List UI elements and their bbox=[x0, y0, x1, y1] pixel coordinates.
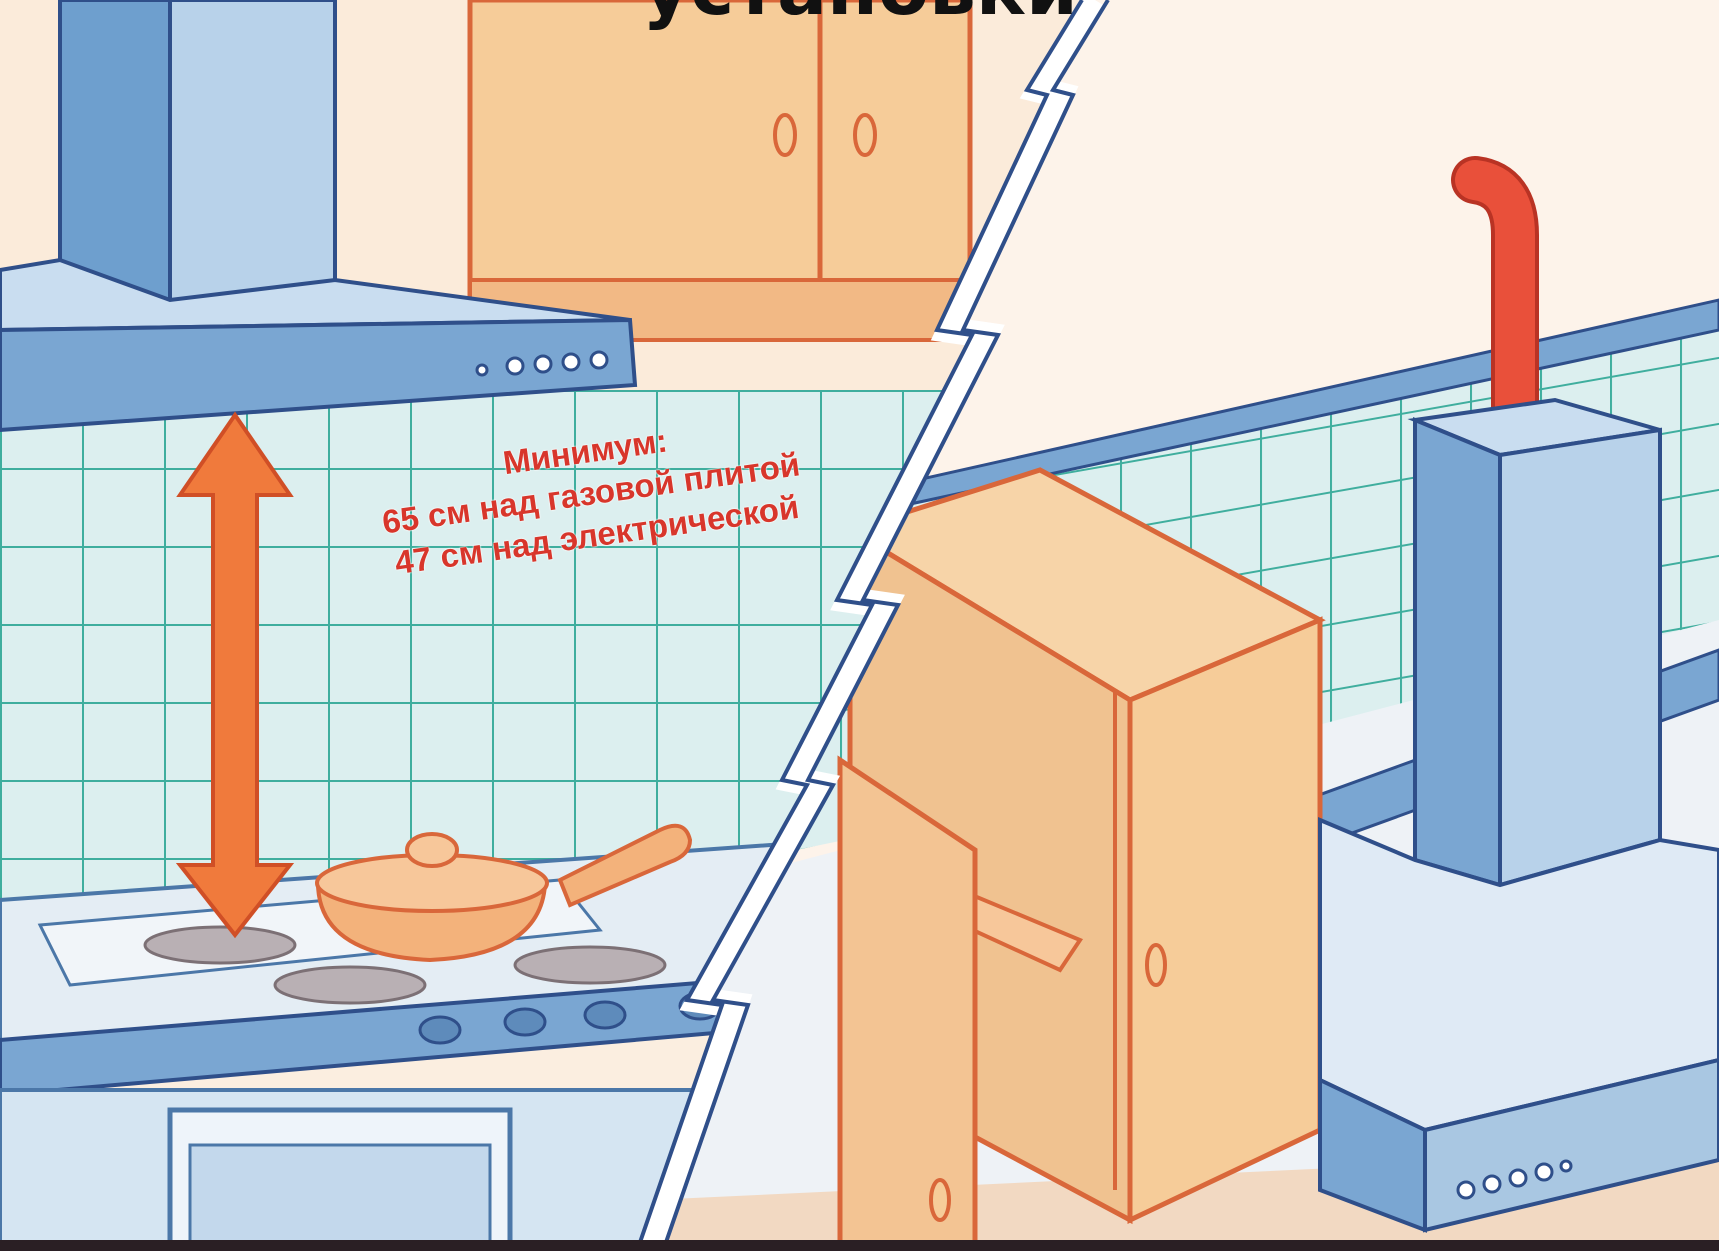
base-cabinet bbox=[840, 470, 1320, 1251]
page-title: установки bbox=[600, 0, 1120, 26]
upper-cabinet bbox=[470, 0, 970, 340]
bottom-border bbox=[0, 1240, 1719, 1251]
